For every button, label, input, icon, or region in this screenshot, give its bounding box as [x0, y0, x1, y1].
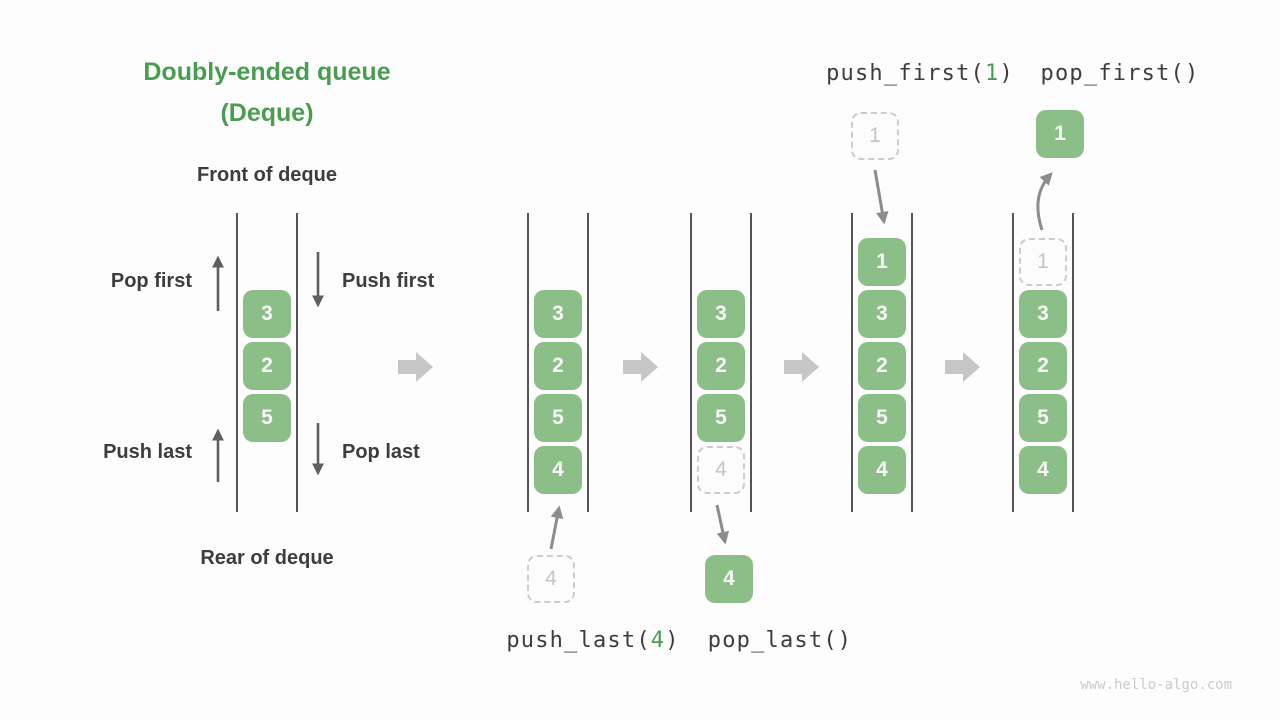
queue-cell: 2 — [243, 342, 291, 390]
code-text: pop_last() — [707, 628, 853, 653]
pop-first-remove-arrow-icon — [1036, 172, 1053, 231]
label-push-last: Push last — [103, 441, 192, 463]
code-pop-first: pop_first() — [1010, 61, 1230, 86]
queue2-right-wall — [587, 213, 589, 512]
queue-cell: 2 — [697, 342, 745, 390]
code-push-last: push_last(4) — [483, 628, 703, 653]
pop-last-remove-arrow-icon — [715, 504, 730, 545]
code-text: ) — [999, 61, 1014, 86]
queue-cell: 5 — [697, 394, 745, 442]
stage-arrow-icon — [784, 352, 819, 382]
queue-cell: 3 — [858, 290, 906, 338]
code-pop-last: pop_last() — [670, 628, 890, 653]
label-push-first: Push first — [342, 270, 435, 292]
stage-arrow-icon — [398, 352, 433, 382]
page-subtitle: (Deque) — [220, 99, 314, 127]
queue3-right-wall — [750, 213, 752, 512]
label-pop-last: Pop last — [342, 441, 420, 463]
queue-cell: 3 — [243, 290, 291, 338]
queue3-left-wall — [690, 213, 692, 512]
label-rear-of-deque: Rear of deque — [200, 547, 334, 569]
queue-cell-removed-ghost: 1 — [1019, 238, 1067, 286]
code-arg: 1 — [985, 61, 1000, 86]
queue-cell: 4 — [858, 446, 906, 494]
stage-arrow-icon — [623, 352, 658, 382]
queue-cell-popped: 4 — [705, 555, 753, 603]
stage-arrow-icon — [945, 352, 980, 382]
label-front-of-deque: Front of deque — [197, 164, 337, 186]
queue-cell: 5 — [534, 394, 582, 442]
queue-cell-incoming-ghost: 4 — [527, 555, 575, 603]
push-last-insert-arrow-icon — [549, 505, 564, 550]
queue1-right-wall — [296, 213, 298, 512]
code-arg: 4 — [650, 628, 666, 653]
queue-cell: 4 — [534, 446, 582, 494]
code-text: push_first( — [826, 61, 985, 86]
code-text: push_last( — [506, 628, 651, 653]
label-pop-first: Pop first — [110, 270, 192, 292]
queue2-left-wall — [527, 213, 529, 512]
queue-cell: 2 — [858, 342, 906, 390]
queue-cell: 2 — [534, 342, 582, 390]
queue1-left-wall — [236, 213, 238, 512]
queue-cell: 5 — [243, 394, 291, 442]
queue5-right-wall — [1072, 213, 1074, 512]
queue-cell: 3 — [534, 290, 582, 338]
queue-cell: 4 — [1019, 446, 1067, 494]
queue-cell-popped: 1 — [1036, 110, 1084, 158]
code-text: pop_first() — [1040, 61, 1200, 86]
queue4-right-wall — [911, 213, 913, 512]
queue-cell: 3 — [1019, 290, 1067, 338]
watermark: www.hello-algo.com — [1080, 677, 1232, 693]
queue-cell: 1 — [858, 238, 906, 286]
code-push-first: push_first(1) — [810, 61, 1030, 86]
push-first-insert-arrow-icon — [873, 169, 889, 225]
page-title: Doubly-ended queue — [143, 58, 391, 86]
queue4-left-wall — [851, 213, 853, 512]
queue-cell: 2 — [1019, 342, 1067, 390]
queue-cell: 5 — [858, 394, 906, 442]
queue-cell-removed-ghost: 4 — [697, 446, 745, 494]
queue-cell-incoming-ghost: 1 — [851, 112, 899, 160]
code-text: ) — [665, 628, 680, 653]
queue-cell: 5 — [1019, 394, 1067, 442]
queue-cell: 3 — [697, 290, 745, 338]
queue5-left-wall — [1012, 213, 1014, 512]
